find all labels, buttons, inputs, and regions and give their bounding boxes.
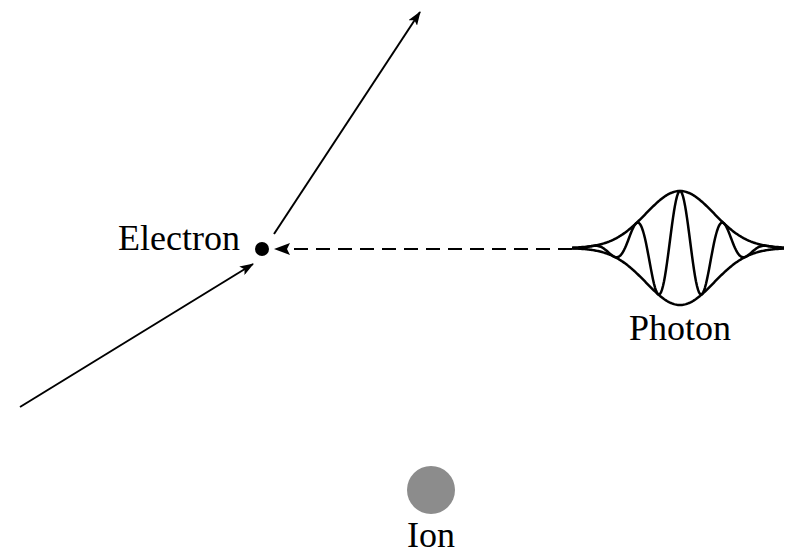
- ion-node: Ion: [406, 465, 456, 551]
- envelope-bottom: [572, 248, 784, 305]
- envelope-top: [572, 191, 784, 248]
- ion-circle-fill: [407, 466, 455, 514]
- dashed-line: [287, 248, 572, 250]
- electron-dot: [254, 241, 270, 257]
- wave: [572, 191, 784, 295]
- photon-node: Photon: [572, 188, 784, 350]
- outgoing-trajectory: [274, 12, 420, 234]
- ion-circle: [406, 465, 456, 515]
- photon-wave-packet: [572, 188, 784, 308]
- electron-node: Electron: [118, 220, 270, 260]
- electron-dot-fill: [255, 242, 269, 256]
- node-label: Electron: [118, 220, 240, 256]
- photon-path-arrow: [274, 243, 572, 255]
- node-label: Ion: [407, 517, 455, 553]
- incoming-trajectory: [20, 264, 253, 407]
- node-label: Photon: [629, 310, 731, 346]
- arrowhead: [274, 243, 290, 255]
